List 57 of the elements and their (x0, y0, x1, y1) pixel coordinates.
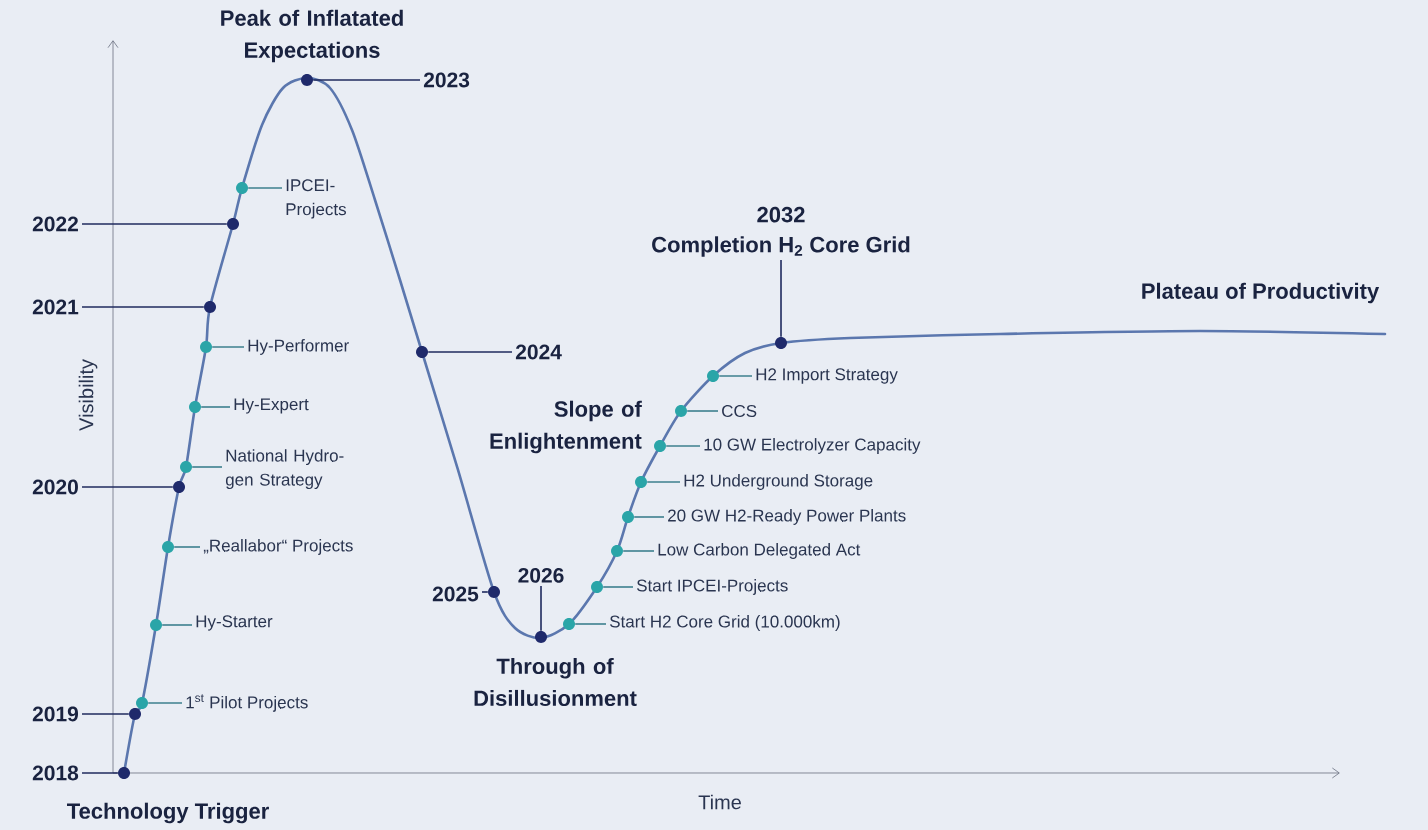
leader-line (81, 486, 174, 488)
leader-line (81, 306, 205, 308)
milestone-label: Hy-Expert (234, 398, 309, 414)
milestone-label: Hy-Starter (196, 615, 273, 631)
year-label: 2018 (32, 765, 79, 781)
year-label: 2025 (432, 586, 479, 602)
year-label: 2026 (518, 567, 564, 583)
milestone-label: Hy-Performer (248, 339, 349, 355)
leader-line (211, 346, 245, 348)
leader-line (247, 187, 283, 189)
leader-line (427, 351, 513, 353)
year-label: 2022 (32, 216, 78, 232)
axis-label: Visibility (78, 359, 98, 431)
leader-line (81, 223, 228, 225)
phase-label: Technology Trigger (67, 802, 269, 824)
milestone-label: Start IPCEI-Projects (637, 579, 788, 595)
leader-line (191, 466, 223, 468)
milestone-label: H2 Underground Storage (684, 474, 873, 490)
milestone-label: Start H2 Core Grid (10.000km) (610, 615, 840, 631)
milestone-title: 2032 Completion H$_{2}$ Core Grid (652, 206, 910, 257)
leader-line (646, 481, 681, 483)
leader-line (602, 586, 634, 588)
leader-line (633, 516, 665, 518)
year-label: 2019 (32, 706, 78, 722)
leader-line (718, 375, 753, 377)
leader-line (780, 259, 782, 338)
year-label: 2020 (32, 479, 78, 495)
phase-label: Peak of Inflatated Expectations (221, 9, 403, 63)
milestone-label: 10 GW Electrolyzer Capacity (704, 438, 921, 454)
year-label: 2021 (32, 299, 79, 315)
milestone-label: 1$^{st}$ Pilot Projects (186, 694, 308, 712)
leader-line (147, 702, 183, 704)
year-label: 2024 (515, 344, 562, 360)
phase-label: Slope of Enlightenment (490, 400, 642, 454)
leader-line (161, 624, 193, 626)
phase-label: Plateau of Productivity (1142, 282, 1380, 304)
milestone-label: Low Carbon Delegated Act (658, 543, 861, 559)
leader-line (665, 445, 701, 447)
milestone-label: „Reallabor“ Projects (203, 539, 353, 555)
year-label: 2023 (423, 72, 470, 88)
leader-line (686, 410, 719, 412)
milestone-label: H2 Import Strategy (756, 368, 898, 384)
leader-line (574, 623, 607, 625)
axis-label: Time (698, 794, 741, 810)
milestone-label: IPCEI- Projects (286, 179, 346, 219)
milestone-label: National Hydro- gen Strategy (225, 449, 344, 490)
milestone-label: 20 GW H2-Ready Power Plants (668, 509, 906, 525)
leader-line (200, 406, 231, 408)
phase-label: Through of Disillusionment (474, 657, 637, 707)
leader-line (173, 546, 201, 548)
leader-line (481, 591, 489, 593)
leader-line (81, 772, 119, 774)
leader-line (622, 550, 655, 552)
leader-line (81, 713, 130, 715)
milestone-label: CCS (722, 405, 757, 417)
leader-line (312, 79, 421, 81)
leader-line (540, 585, 542, 632)
